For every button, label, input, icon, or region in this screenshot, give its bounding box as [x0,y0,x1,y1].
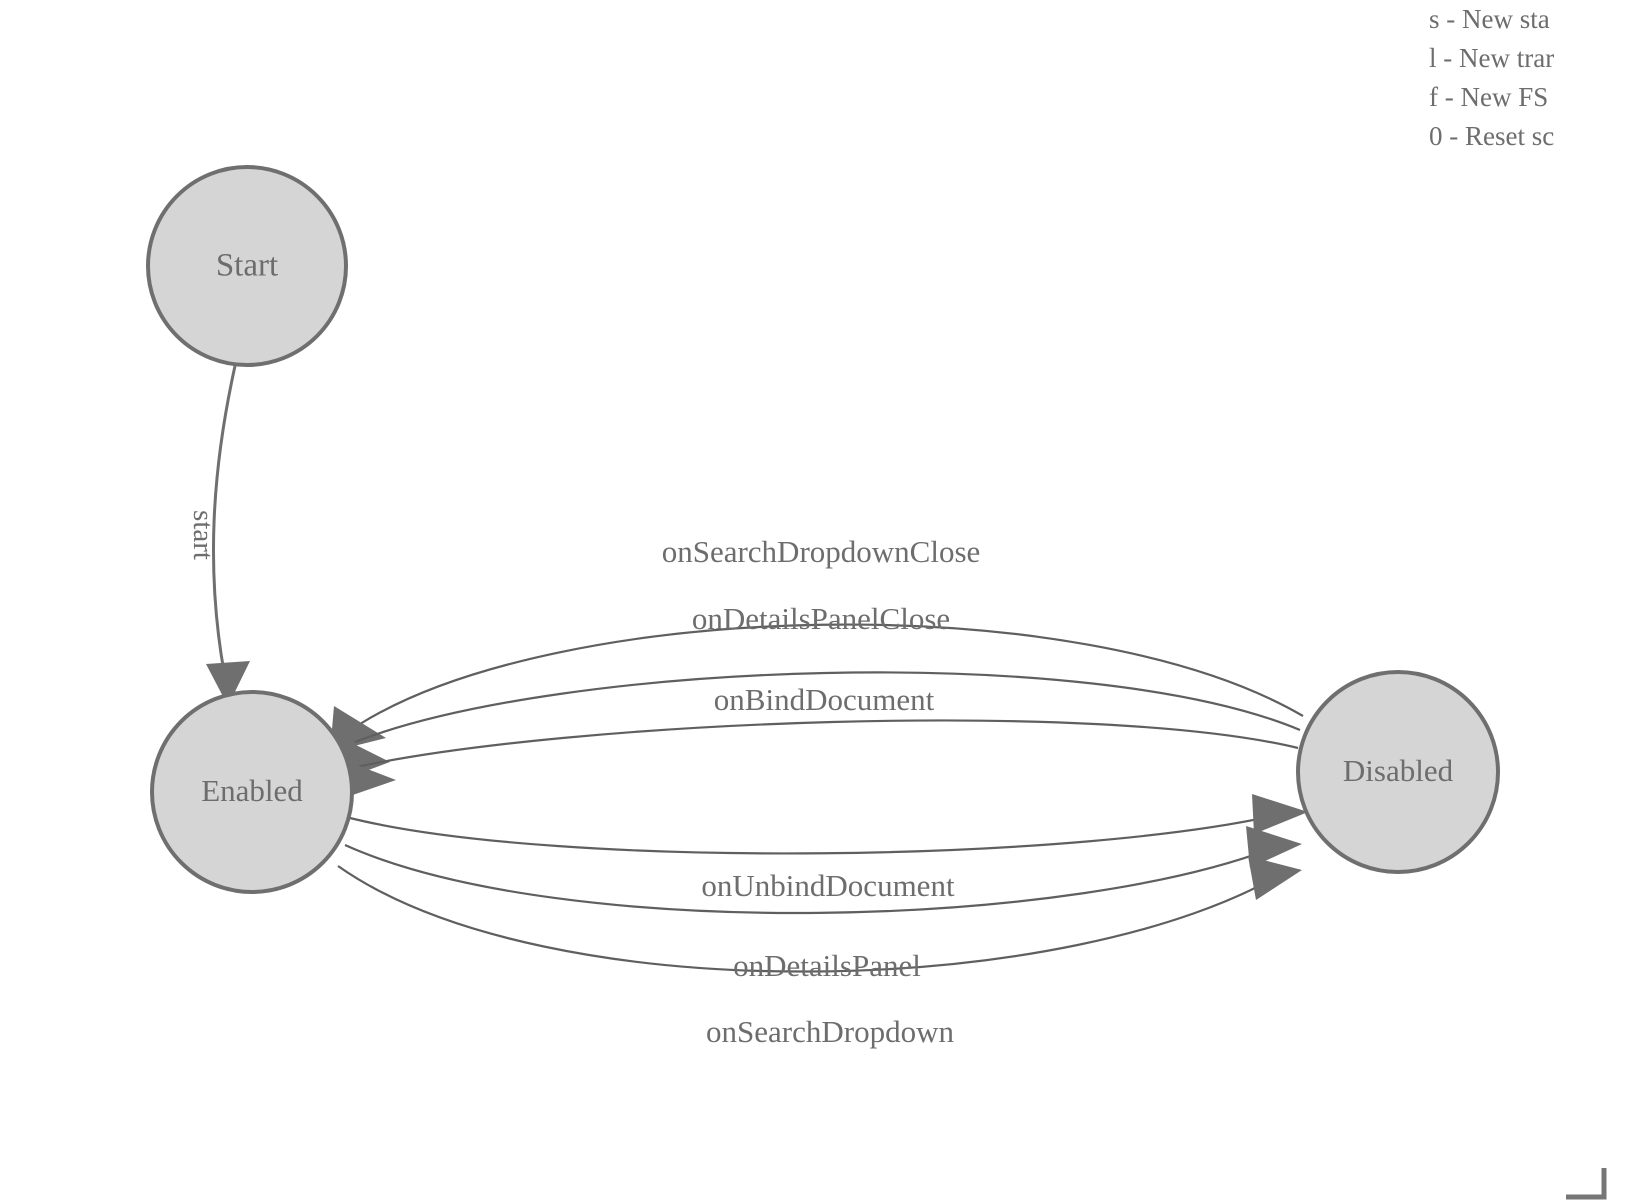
state-node-disabled-label: Disabled [1343,753,1454,788]
edge-label-ondetailspanel: onDetailsPanel [733,948,921,983]
node-group: Start Enabled Disabled [146,165,1500,894]
arrow-head-onunbinddocument [1252,794,1308,834]
edge-label-ondetailspanelclose: onDetailsPanelClose [692,601,950,636]
state-node-enabled-circle[interactable] [150,690,354,894]
state-node-start-circle[interactable] [146,165,348,367]
arrow-head-onsearchdropdown [1248,856,1302,900]
edge-label-start: start [187,510,219,560]
state-node-start-label: Start [216,248,278,284]
edge-group [206,365,1308,973]
edge-label-onsearchdropdownclose: onSearchDropdownClose [662,534,981,569]
arrow-head-ondetailspanel [1246,826,1302,868]
window-resize-corner[interactable] [1566,1168,1607,1200]
edge-ondetailspanelclose[interactable] [354,671,1301,744]
edge-label-onunbinddocument: onUnbindDocument [701,868,955,903]
edge-onsearchdropdown[interactable] [337,865,1289,973]
edge-onsearchdropdownclose[interactable] [359,623,1304,725]
resize-corner-bracket[interactable] [1566,1168,1607,1200]
edge-label-group: start onSearchDropdownClose onDetailsPan… [187,510,980,1049]
edge-label-onsearchdropdown: onSearchDropdown [706,1014,954,1049]
state-node-disabled-circle[interactable] [1296,670,1500,874]
edge-label-onbinddocument: onBindDocument [714,682,935,717]
edge-onbinddocument[interactable] [351,719,1299,770]
edge-onunbinddocument[interactable] [349,810,1291,855]
state-node-disabled[interactable]: Disabled [1296,670,1500,874]
edge-ondetailspanel[interactable] [344,840,1289,915]
state-node-start[interactable]: Start [146,165,348,367]
state-node-enabled[interactable]: Enabled [150,690,354,894]
state-node-enabled-label: Enabled [201,773,303,808]
edge-start-to-enabled[interactable] [211,365,237,673]
arrow-head-start-to-enabled [206,661,250,706]
arrow-head-onbinddocument [344,760,396,798]
